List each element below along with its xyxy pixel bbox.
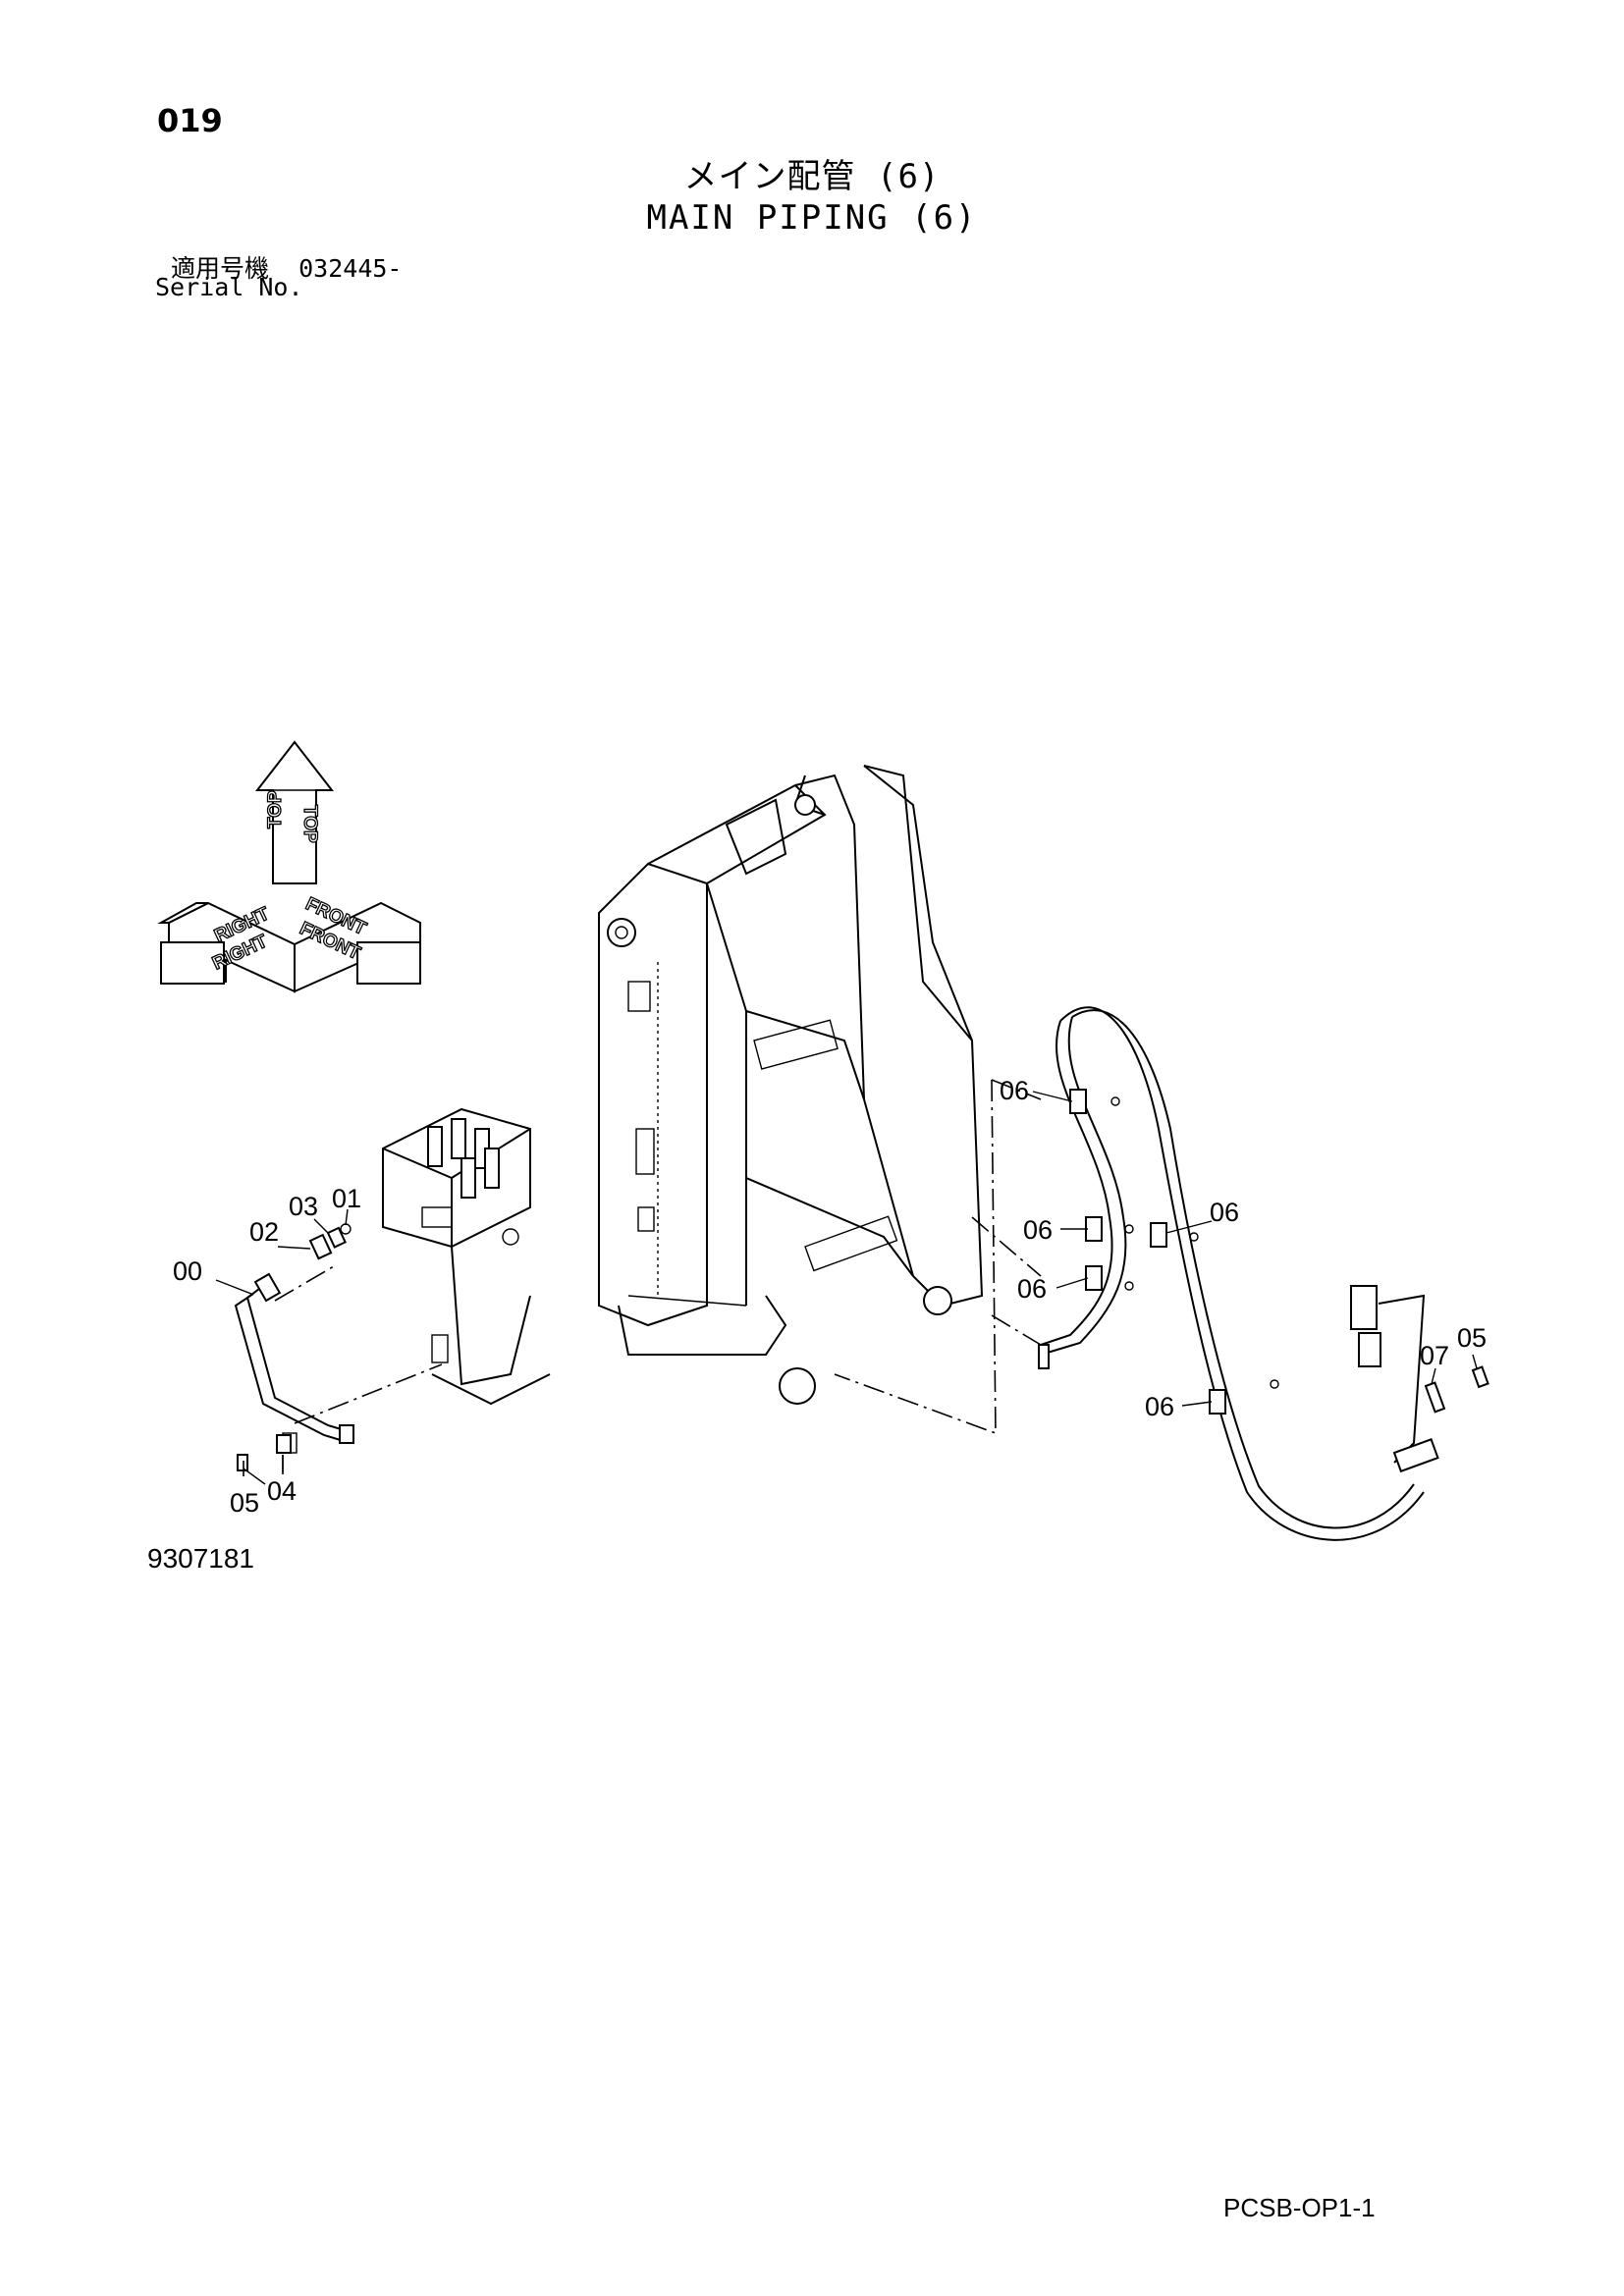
orientation-indicator: TOP TOP RIGHT RIGHT FRONT FRONT	[157, 740, 421, 993]
assembly-reference-lines	[243, 1079, 1042, 1476]
bolt-05-right	[1471, 1365, 1489, 1389]
pin-07	[1424, 1381, 1446, 1414]
leader-lines	[215, 1091, 1478, 1485]
callout-06-mid-left: 06	[1023, 1215, 1053, 1245]
title-english: MAIN PIPING (6)	[646, 198, 978, 238]
clamp-06-bottom	[1209, 1379, 1279, 1415]
drawing-number: 9307181	[147, 1543, 255, 1574]
serial-value: 032445-	[298, 254, 403, 283]
title-japanese: メイン配管 (6)	[683, 157, 941, 196]
orientation-label-top: TOP	[265, 790, 286, 828]
clamp-06-mid-right	[1150, 1222, 1199, 1248]
callout-06-bottom: 06	[1145, 1392, 1174, 1421]
callout-07: 07	[1420, 1341, 1449, 1370]
swing-post-frame	[598, 765, 984, 1405]
serial-label-english: Serial No.	[155, 273, 303, 301]
callout-05-right: 05	[1457, 1323, 1487, 1353]
callout-04: 04	[267, 1476, 297, 1506]
clamp-06-upper	[1069, 1089, 1120, 1114]
callout-06-upper: 06	[1000, 1076, 1029, 1105]
control-valve-assembly	[382, 1107, 551, 1406]
orientation-arrow-right	[157, 901, 296, 993]
callout-06-lower-left: 06	[1017, 1274, 1047, 1304]
orientation-label-top-mirror: TOP	[299, 805, 320, 843]
hose-assembly	[1038, 1006, 1439, 1541]
pipe-assembly-00	[234, 1272, 354, 1454]
serial-line-japanese: 適用号機 032445-	[171, 249, 402, 285]
callout-00: 00	[173, 1256, 202, 1286]
fittings-01-02-03	[308, 1223, 352, 1260]
callout-02: 02	[249, 1217, 279, 1247]
callout-06-mid-right: 06	[1210, 1198, 1239, 1227]
callout-03: 03	[289, 1192, 318, 1221]
callout-05-left: 05	[230, 1488, 259, 1518]
page-number: 019	[157, 102, 223, 139]
serial-label-jp: 適用号機	[171, 254, 270, 283]
callout-01: 01	[332, 1184, 361, 1213]
orientation-arrow-front	[294, 901, 421, 993]
bolt-05-left	[237, 1454, 248, 1471]
orientation-arrow-top	[254, 740, 335, 884]
fitting-04	[276, 1434, 292, 1454]
document-code: PCSB-OP1-1	[1223, 2193, 1376, 2222]
